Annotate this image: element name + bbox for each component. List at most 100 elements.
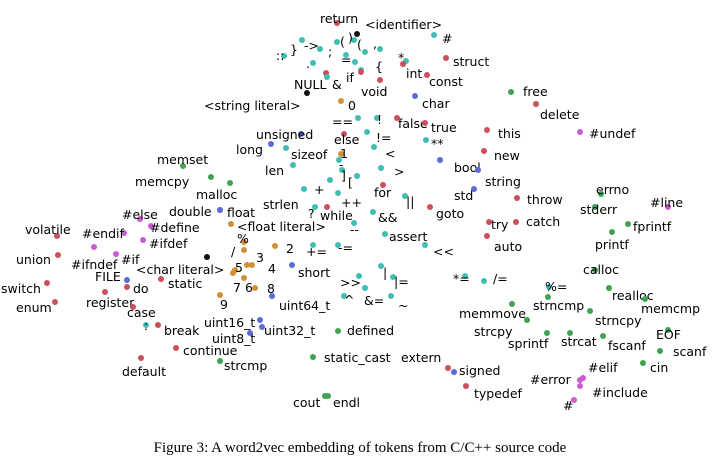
token-printf-80: printf	[595, 229, 629, 252]
token-point	[336, 157, 342, 163]
token-bool-46: bool	[437, 157, 481, 175]
token-point	[339, 167, 345, 173]
token-label: throw	[527, 192, 563, 207]
token-point	[423, 137, 429, 143]
token-point	[377, 46, 383, 52]
token-label: calloc	[583, 262, 619, 277]
token-point	[481, 148, 487, 154]
token-point	[124, 284, 130, 290]
token-point	[241, 247, 247, 253]
token-point	[354, 31, 360, 37]
token-symbol-35: !=	[364, 129, 392, 145]
token-symbol-113: &=	[362, 285, 384, 308]
token-strcat-130: strcat	[561, 330, 597, 349]
token-label: static	[168, 276, 202, 291]
token-label: uint64_t	[279, 298, 330, 313]
token-break-123: break	[155, 322, 200, 338]
token-calloc-97: calloc	[583, 262, 619, 277]
token-free-25: free	[508, 84, 548, 99]
token-point	[370, 209, 376, 215]
token-label: uint32_t	[264, 323, 315, 338]
token-strcpy-127: strcpy	[474, 317, 530, 339]
token-label: #define	[150, 220, 200, 235]
token-point	[113, 251, 119, 257]
token-point	[600, 333, 606, 339]
token-point	[334, 39, 340, 45]
token-label: #include	[592, 385, 648, 400]
token-point	[290, 162, 296, 168]
token-point	[475, 167, 481, 173]
token-label: <<	[433, 244, 454, 259]
token-file-98: FILE	[95, 269, 130, 284]
token-struct-12: struct	[443, 54, 489, 69]
token-stderr-66: stderr	[580, 202, 618, 217]
token-label: 6	[245, 280, 253, 295]
token-label: memcmp	[641, 301, 700, 316]
token-label: false	[398, 116, 428, 131]
token-label: #	[563, 398, 573, 413]
token-point	[486, 219, 492, 225]
token-label: this	[498, 126, 521, 141]
token-symbol-95: |	[378, 263, 387, 280]
token-point	[402, 193, 408, 199]
token-label: }	[290, 42, 298, 57]
token-cout-145: cout	[293, 393, 328, 410]
token-enum-118: enum	[16, 299, 58, 315]
token-identifier-1: <identifier>	[354, 17, 442, 37]
token-undef-32: #undef	[577, 126, 636, 141]
token-label: typedef	[474, 386, 523, 401]
token-point	[244, 262, 250, 268]
token-point	[390, 274, 396, 280]
token-label: scanf	[673, 344, 707, 359]
token-1-39: 1	[338, 146, 348, 161]
token-point	[508, 89, 514, 95]
token-label: #	[442, 31, 452, 46]
token-point	[598, 191, 604, 197]
token-symbol-3: ->	[304, 38, 323, 53]
token-point	[431, 32, 437, 38]
token-symbol-84: /	[231, 244, 247, 259]
token-label: continue	[183, 343, 238, 358]
token-point	[443, 55, 449, 61]
token-fprintf-75: fprintf	[625, 219, 672, 234]
token-label: <	[385, 146, 395, 161]
token-point	[388, 293, 394, 299]
token-uint8-t-128: uint8_t	[212, 330, 255, 346]
token-label: +=	[306, 244, 327, 259]
token-point	[249, 262, 255, 268]
token-label: uint16_t	[204, 315, 255, 330]
token-label: 4	[268, 261, 276, 276]
token-point	[481, 278, 487, 284]
token-point	[217, 207, 223, 213]
token-point	[227, 180, 233, 186]
token-symbol-72: --	[350, 220, 359, 237]
token-elif-141: #elif	[580, 360, 618, 381]
token-point	[138, 355, 144, 361]
token-point	[394, 115, 400, 121]
token-label: signed	[459, 363, 500, 378]
token-false-29: false	[394, 115, 428, 131]
token-point	[324, 204, 330, 210]
token-int-17: int	[400, 61, 422, 81]
token-label: (	[340, 34, 345, 49]
token-point	[514, 195, 520, 201]
token-label: long	[236, 142, 263, 157]
token-this-31: this	[484, 126, 521, 141]
token-point	[355, 115, 361, 121]
token-label: float	[227, 205, 255, 220]
token-line-67: #line	[650, 195, 683, 210]
token-label: #endif	[82, 226, 124, 241]
token-errno-58: errno	[596, 182, 629, 197]
token-symbol-40: <	[371, 144, 395, 161]
token-point	[338, 151, 344, 157]
token-label: NULL	[294, 77, 326, 92]
token-goto-65: goto	[427, 204, 464, 221]
token-point	[351, 37, 357, 43]
token-label: #line	[650, 195, 683, 210]
token-label: ==	[332, 114, 353, 129]
token-label: fscanf	[608, 338, 646, 353]
token-point	[484, 127, 490, 133]
token-point	[312, 204, 318, 210]
token-defined-126: defined	[335, 323, 394, 338]
token-point	[351, 220, 357, 226]
